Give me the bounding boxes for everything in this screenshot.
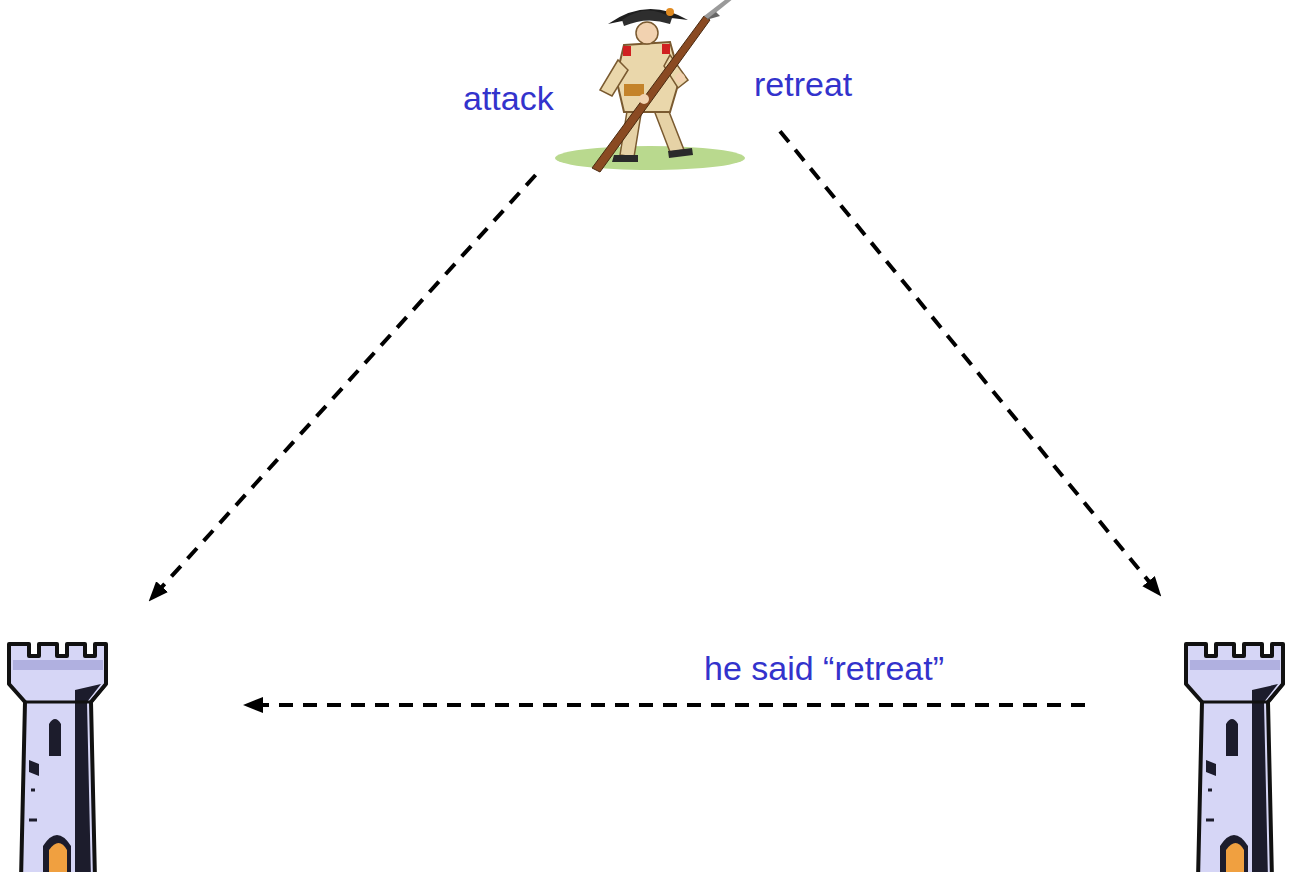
soldier-figure bbox=[520, 0, 780, 175]
tower-castle bbox=[1160, 595, 1292, 872]
tower-castle bbox=[0, 600, 150, 872]
edge-label: retreat bbox=[754, 66, 852, 103]
tower-illustration bbox=[0, 600, 150, 872]
tower-illustration bbox=[1160, 595, 1292, 872]
edge-label: attack bbox=[463, 80, 554, 117]
edge-label: he said “retreat” bbox=[704, 650, 944, 687]
dashed-arrow bbox=[150, 175, 536, 600]
dashed-arrow bbox=[780, 131, 1160, 595]
dashed-arrow bbox=[245, 703, 1085, 707]
soldier-illustration bbox=[520, 0, 780, 175]
